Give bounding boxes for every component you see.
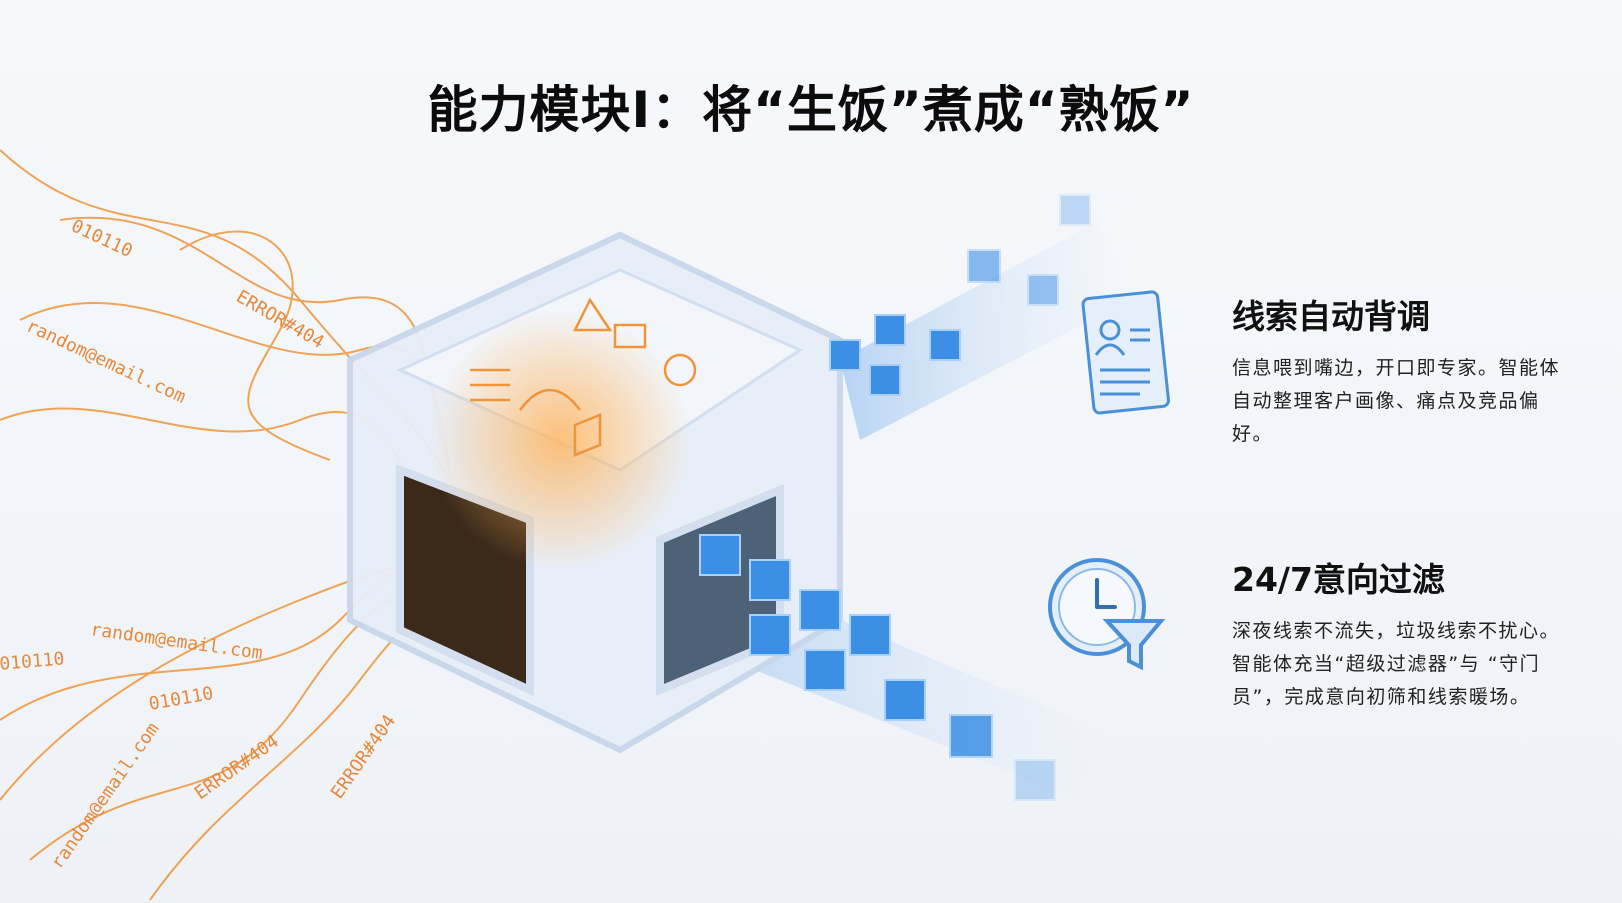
noise-label: random@email.com	[23, 315, 189, 407]
processor-cube	[347, 231, 843, 754]
feature-title: 线索自动背调	[1232, 297, 1430, 336]
clock-funnel-icon	[1048, 558, 1166, 671]
noise-label: random@email.com	[47, 719, 164, 873]
page-title: 能力模块Ⅰ：将“生饭”煮成“熟饭”	[427, 81, 1195, 139]
noise-label: ERROR#404	[191, 731, 283, 804]
clean-data-blocks	[699, 194, 1091, 801]
noise-label: 010110	[68, 215, 136, 262]
noise-labels: 010110 ERROR#404 random@email.com random…	[0, 215, 400, 872]
noise-label: 010110	[0, 648, 65, 675]
feature-intent-filter: 24/7意向过滤 深夜线索不流失，垃圾线索不扰心。智能体充当“超级过滤器”与 “…	[1232, 553, 1572, 714]
feature-description: 信息喂到嘴边，开口即专家。智能体自动整理客户画像、痛点及竞品偏好。	[1232, 357, 1561, 445]
profile-card-icon	[1081, 290, 1170, 415]
noise-label: ERROR#404	[327, 711, 400, 803]
feature-lead-background-check: 线索自动背调 信息喂到嘴边，开口即专家。智能体自动整理客户画像、痛点及竞品偏好。	[1232, 290, 1572, 451]
feature-title: 24/7意向过滤	[1232, 560, 1445, 599]
noise-label: 010110	[147, 683, 215, 715]
feature-description: 深夜线索不流失，垃圾线索不扰心。智能体充当“超级过滤器”与 “守门员”，完成意向…	[1232, 620, 1561, 708]
